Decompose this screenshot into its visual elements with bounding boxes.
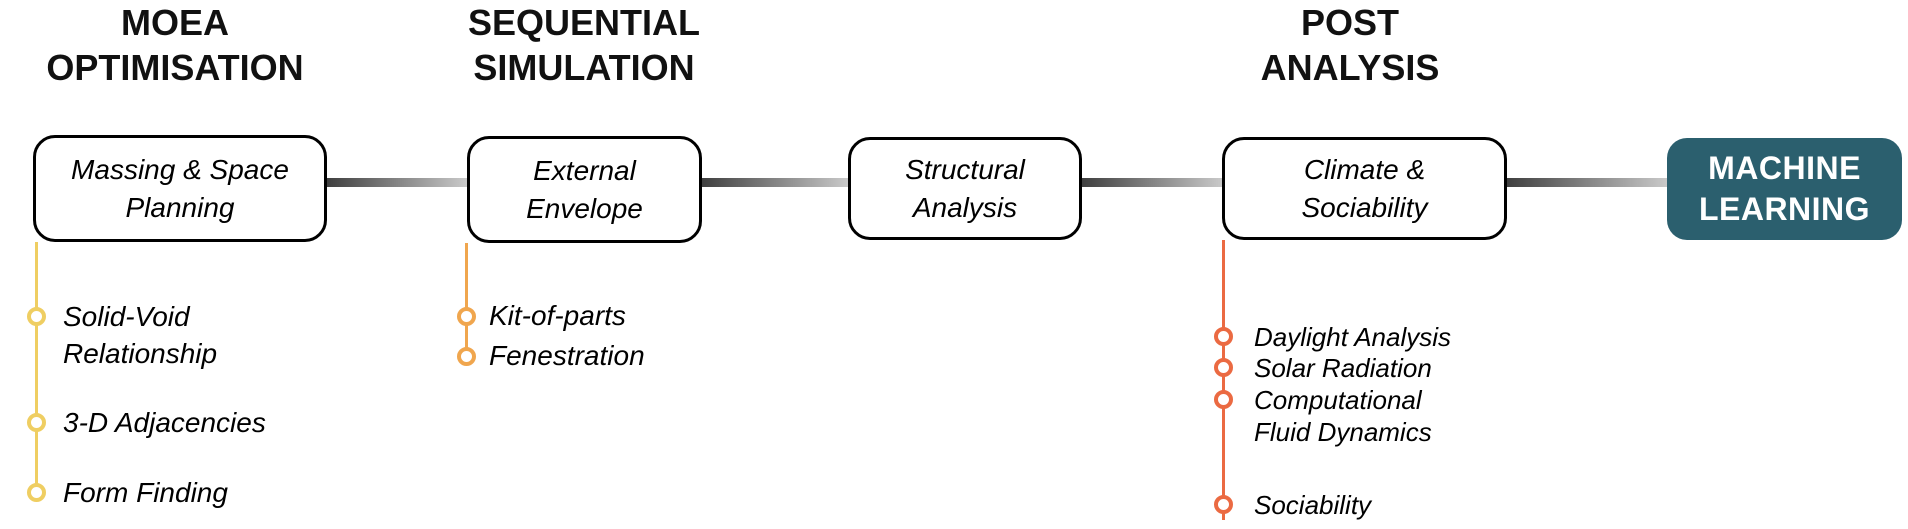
stage-header-post-analysis: POST ANALYSIS <box>1260 2 1440 88</box>
node-external-envelope: External Envelope <box>467 136 702 243</box>
list-item-label: Kit-of-parts <box>489 300 626 331</box>
list-item-daylight-analysis: Daylight Analysis <box>1214 321 1451 353</box>
bullet-circle-icon <box>27 483 46 502</box>
bullet-circle-icon <box>1214 358 1233 377</box>
list-item-solar-radiation: Solar Radiation <box>1214 352 1432 384</box>
node-structural-analysis: Structural Analysis <box>848 137 1082 240</box>
list-item-fenestration: Fenestration <box>457 337 645 374</box>
node-climate-sociability: Climate & Sociability <box>1222 137 1507 240</box>
list-item-solid-void-relationship: Solid-Void Relationship <box>27 298 217 372</box>
list-item-3d-adjacencies: 3-D Adjacencies <box>27 404 266 441</box>
list-item-label: Form Finding <box>63 477 228 508</box>
bullet-circle-icon <box>1214 390 1233 409</box>
list-item-computational-fluid-dynamics: Computational Fluid Dynamics <box>1214 384 1432 448</box>
bullet-circle-icon <box>1214 327 1233 346</box>
list-item-label: Solar Radiation <box>1254 353 1432 383</box>
timeline-moea-optimisation <box>34 242 38 500</box>
bullet-circle-icon <box>457 307 476 326</box>
connector-line <box>1507 178 1667 187</box>
bullet-circle-icon <box>457 347 476 366</box>
list-item-label: 3-D Adjacencies <box>63 407 266 438</box>
bullet-circle-icon <box>27 413 46 432</box>
bullet-circle-icon <box>27 307 46 326</box>
connector-line <box>1082 178 1222 187</box>
list-item-label: Fenestration <box>489 340 645 371</box>
stage-header-moea-optimisation: MOEA OPTIMISATION <box>46 2 304 88</box>
connector-line <box>327 178 467 187</box>
stage-header-sequential-simulation: SEQUENTIAL SIMULATION <box>467 2 700 88</box>
timeline-sequential-simulation <box>464 243 468 362</box>
list-item-label: Daylight Analysis <box>1254 322 1452 352</box>
list-item-label: Sociability <box>1254 490 1372 520</box>
list-item-label: Solid-Void Relationship <box>63 301 218 369</box>
bullet-circle-icon <box>1214 495 1233 514</box>
node-machine-learning: MACHINE LEARNING <box>1667 138 1902 240</box>
list-item-sociability: Sociability <box>1214 489 1371 521</box>
node-massing-space-planning: Massing & Space Planning <box>33 135 327 242</box>
connector-line <box>702 178 848 187</box>
list-item-form-finding: Form Finding <box>27 474 228 511</box>
timeline-post-analysis <box>1221 240 1225 520</box>
list-item-label: Computational Fluid Dynamics <box>1254 385 1432 447</box>
list-item-kit-of-parts: Kit-of-parts <box>457 297 626 334</box>
